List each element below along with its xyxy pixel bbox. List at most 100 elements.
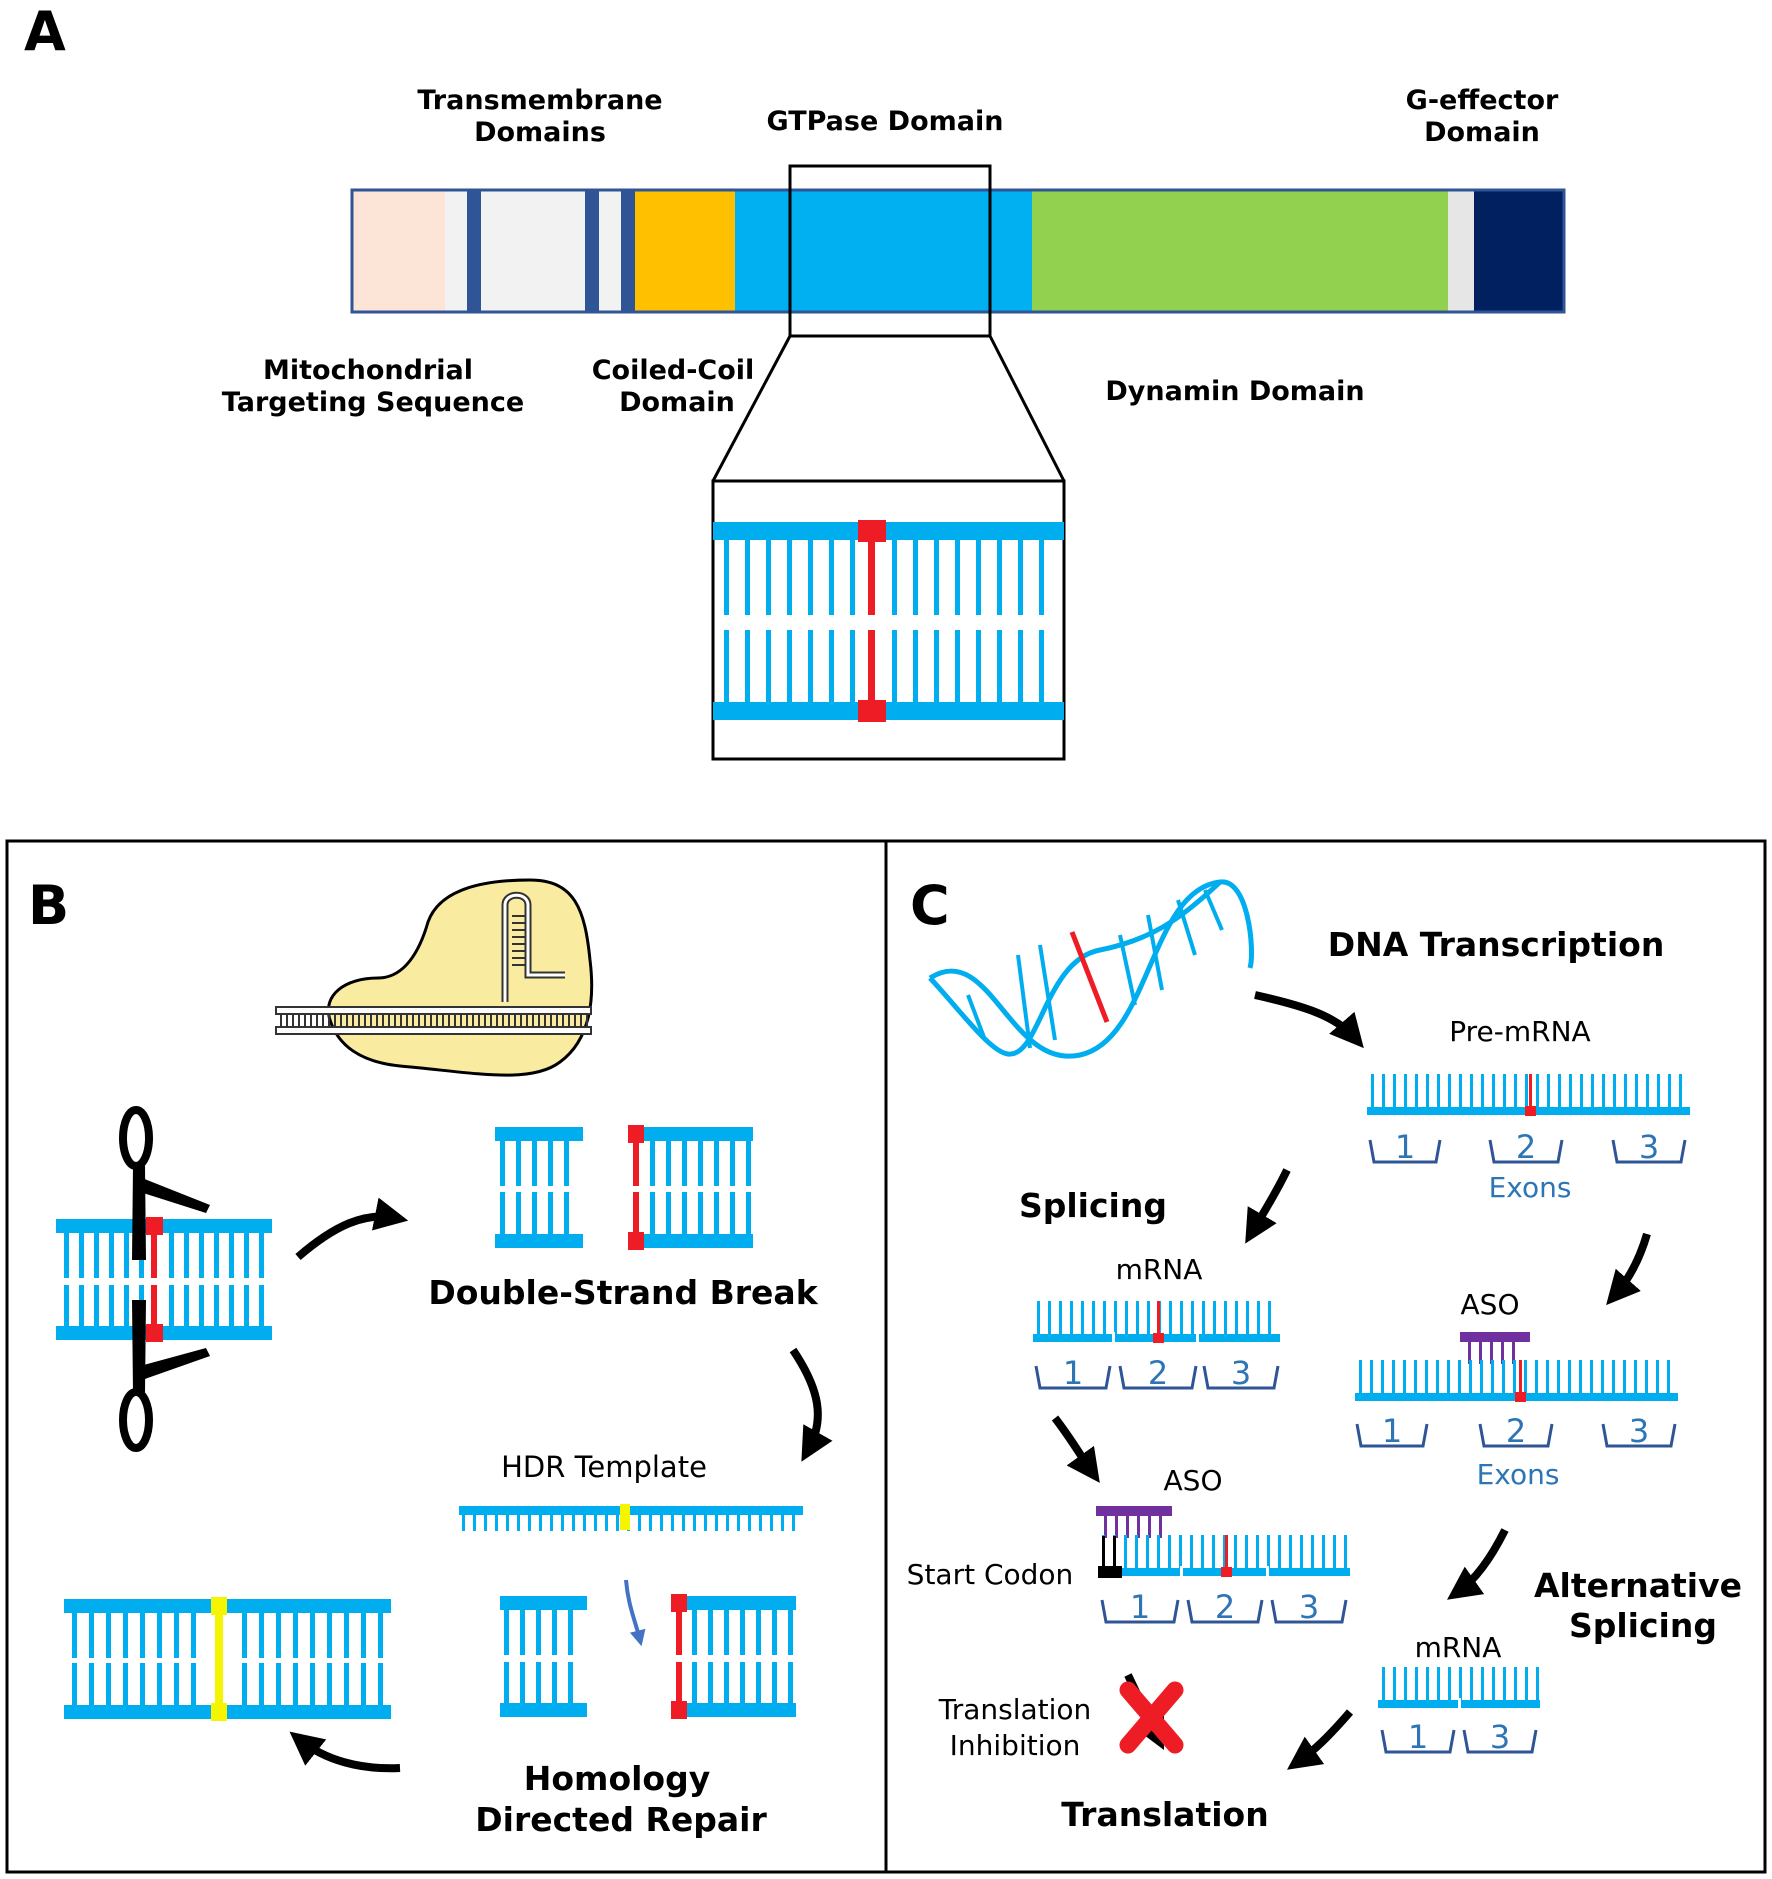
gtpase-label: GTPase Domain — [767, 106, 1004, 137]
translation-label: Translation — [1061, 1795, 1268, 1834]
cas9-dna-bottom — [275, 1026, 592, 1035]
exon-number: 1 — [1382, 1412, 1402, 1450]
aso-label-left: ASO — [1164, 1464, 1223, 1497]
panel-a: A Transmembrane Domains GTPase Domain G-… — [24, 0, 1566, 761]
exon-number: 3 — [1490, 1718, 1510, 1756]
aso-label-right: ASO — [1461, 1288, 1520, 1321]
hdr-template-label: HDR Template — [501, 1450, 707, 1484]
zoom-line-right — [988, 335, 1066, 482]
arrow-to-dsb — [295, 1197, 409, 1261]
scissors-bottom-icon — [119, 1300, 210, 1452]
arrow-dsb-to-template — [789, 1347, 833, 1462]
exon-number: 2 — [1215, 1588, 1235, 1626]
arrow-to-alt-mrna — [1447, 1528, 1509, 1600]
tm-segment-1 — [467, 190, 481, 312]
transmembrane-label-line2: Domains — [474, 117, 606, 148]
start-codon-label: Start Codon — [907, 1558, 1074, 1591]
guide-rna-teeth — [512, 915, 526, 966]
helix-strand-1 — [928, 879, 1254, 1059]
hdr-right-fragment — [671, 1594, 796, 1719]
dynamin-segment — [1032, 190, 1448, 312]
red-x-icon — [1119, 1681, 1184, 1754]
arrow-to-mrna — [1245, 1168, 1291, 1244]
arrow-to-repaired — [289, 1731, 401, 1773]
domain-bar-outline — [350, 188, 1566, 314]
cas9-complex — [275, 878, 594, 1077]
dsb-right-fragment — [628, 1125, 753, 1250]
cas9-dna-top — [275, 1006, 592, 1015]
dsb-left-fragment — [495, 1127, 583, 1248]
mrna-label-bottom: mRNA — [1415, 1631, 1502, 1664]
exon-number: 3 — [1639, 1128, 1659, 1166]
coiled-coil-label-line2: Domain — [619, 387, 735, 418]
helix-strand-2 — [928, 880, 1222, 1057]
aso-left-strand: 1 2 3 — [1096, 1506, 1350, 1626]
protein-domain-bar — [350, 188, 1566, 314]
coiled-coil-segment — [635, 190, 735, 312]
hdr-left-fragment — [500, 1596, 587, 1717]
linker-segment-3 — [599, 190, 621, 312]
coiled-coil-label-line1: Coiled-Coil — [592, 355, 755, 386]
scissors-top-icon — [119, 1106, 210, 1260]
aso-right-strand: 1 2 3 — [1355, 1332, 1678, 1450]
exons-label-right: Exons — [1477, 1458, 1560, 1491]
transmembrane-label-line1: Transmembrane — [417, 85, 662, 116]
zoom-mutation-bottom — [858, 700, 886, 722]
linker-segment-4 — [1448, 190, 1474, 312]
hdr-template-strand — [459, 1504, 803, 1531]
alternative-splicing-label-line2: Splicing — [1569, 1606, 1717, 1645]
gtpase-zoom-box — [788, 164, 992, 338]
dynamin-label: Dynamin Domain — [1105, 376, 1364, 407]
exon-number: 1 — [1130, 1588, 1150, 1626]
exon-number: 2 — [1148, 1354, 1168, 1392]
cas9-dna-teeth — [280, 1014, 588, 1027]
repaired-dna — [64, 1597, 391, 1721]
exon-number: 2 — [1506, 1412, 1526, 1450]
geffector-label-line2: Domain — [1424, 117, 1540, 148]
dsb-label: Double-Strand Break — [428, 1273, 818, 1312]
cut-mutation-bottom — [146, 1324, 163, 1342]
geffector-segment — [1474, 190, 1564, 312]
linker-segment-2 — [481, 190, 585, 312]
zoom-dna-ladder — [713, 520, 1064, 722]
exons-label-top: Exons — [1489, 1171, 1572, 1204]
exon-number: 1 — [1063, 1354, 1083, 1392]
arrow-to-translation — [1287, 1709, 1354, 1770]
cut-mutation-top — [146, 1217, 163, 1235]
mrna-label-left: mRNA — [1116, 1253, 1203, 1286]
exon-number: 1 — [1408, 1718, 1428, 1756]
mts-label-line2: Targeting Sequence — [222, 387, 524, 418]
zoom-dna-teeth — [724, 540, 1044, 702]
hdr-blue-arrow — [624, 1579, 646, 1647]
zoom-mutation-rung-bottom — [868, 630, 875, 702]
helix-mutation-rung — [1069, 931, 1110, 1023]
hdr-label-line1: Homology — [524, 1759, 710, 1798]
zoom-mutation-rung-top — [868, 540, 875, 615]
alternative-splicing-label-line1: Alternative — [1534, 1566, 1742, 1605]
mts-segment — [352, 190, 445, 312]
exon-number: 2 — [1516, 1128, 1536, 1166]
hdr-template-yellow — [620, 1504, 630, 1530]
splicing-label: Splicing — [1019, 1186, 1167, 1225]
dna-transcription-label: DNA Transcription — [1328, 925, 1665, 964]
panel-c-letter: C — [910, 874, 950, 937]
panel-c: C DNA Transcription Pre-mRNA 1 2 3 Exons S… — [907, 874, 1742, 1834]
gtpase-segment — [735, 190, 1032, 312]
panel-b: B — [28, 874, 833, 1839]
mrna-strand: 1 2 3 — [1033, 1301, 1280, 1392]
geffector-label-line1: G-effector — [1406, 85, 1559, 116]
dna-helix — [928, 879, 1254, 1059]
arrow-to-pre-mrna — [1254, 991, 1364, 1049]
zoom-mutation-top — [858, 520, 886, 542]
mts-label-line1: Mitochondrial — [263, 355, 473, 386]
exon-number: 3 — [1629, 1412, 1649, 1450]
exon-number: 3 — [1299, 1588, 1319, 1626]
tm-segment-2 — [585, 190, 599, 312]
exon-number: 3 — [1231, 1354, 1251, 1392]
pre-mrna-label: Pre-mRNA — [1449, 1015, 1590, 1048]
panel-a-letter: A — [24, 0, 66, 63]
arrow-to-aso-left — [1051, 1415, 1100, 1483]
